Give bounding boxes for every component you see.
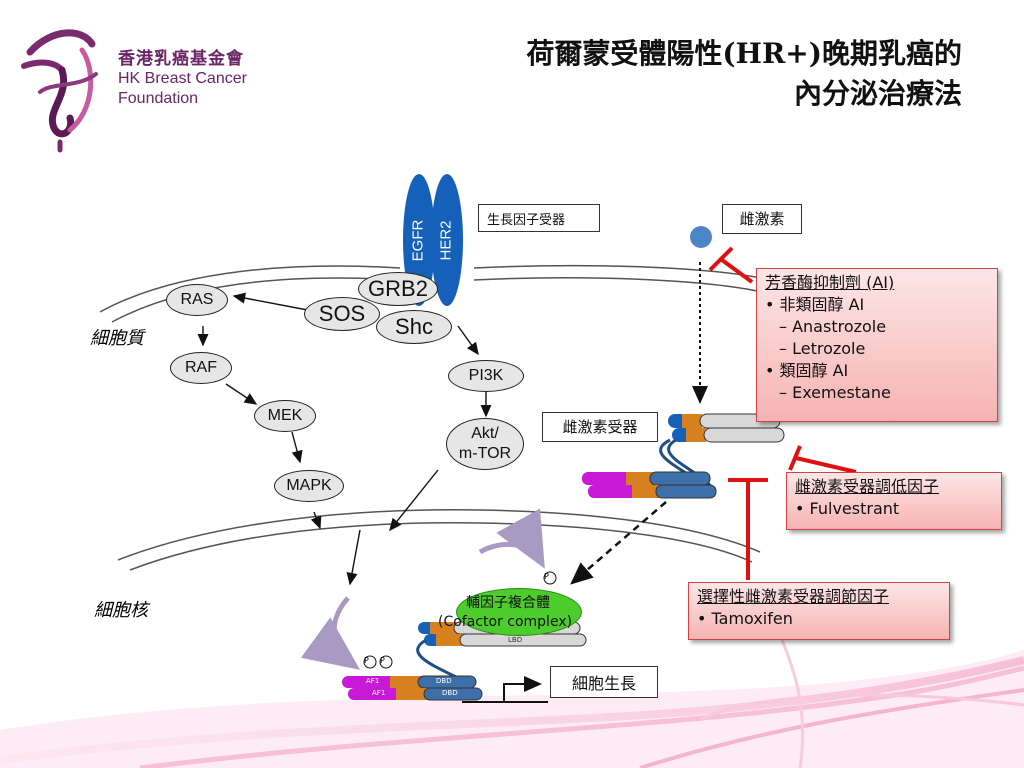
phospho-label: P	[544, 572, 549, 581]
cofactor-complex	[456, 588, 582, 636]
background-ribbon	[0, 609, 1024, 768]
mapk-node: MAPK	[274, 470, 344, 502]
nuclear-translocation-arrow	[570, 501, 667, 585]
cofactor-recruit-arrow	[478, 508, 545, 569]
logo-english-1: HK Breast Cancer	[118, 70, 247, 87]
her2-label: HER2	[437, 220, 455, 261]
serd-heading: 雌激素受器調低因子	[795, 477, 940, 496]
pathway-arrows	[197, 292, 492, 586]
phospho-markers	[363, 571, 557, 669]
estrogen-receptor-label: 雌激素受器	[542, 412, 658, 442]
grb2-node: GRB2	[358, 272, 438, 306]
ai-item: – Anastrozole	[779, 317, 887, 336]
inhibitor-symbols	[708, 246, 857, 580]
her2-receptor	[431, 174, 463, 306]
egfr-label: EGFR	[409, 219, 427, 262]
lbd-label: LBD	[508, 636, 523, 644]
logo-chinese: 香港乳癌基金會	[118, 49, 244, 68]
cytoplasm-label: 細胞質	[90, 328, 144, 349]
estrogen-receptor-dimer-top	[668, 413, 785, 443]
dbd-label: DBD	[436, 677, 452, 685]
akt-label: Akt/	[471, 425, 499, 442]
sos-node: SOS	[304, 297, 380, 331]
logo-text: 香港乳癌基金會 HK Breast Cancer Foundation	[118, 44, 247, 109]
ras-node: RAS	[166, 284, 228, 316]
estrogen-label: 雌激素	[722, 204, 802, 234]
title-line-2: 內分泌治療法	[793, 77, 962, 110]
dbd-label: DBD	[442, 689, 458, 697]
nuclear-membrane	[117, 509, 761, 571]
phospho-label: P	[380, 656, 385, 665]
cofactor-label-2: (Cofactor complex)	[438, 614, 573, 630]
page-title: 荷爾蒙受體陽性(HR+)晚期乳癌的 內分泌治療法	[526, 34, 962, 114]
ai-item: – Letrozole	[779, 339, 866, 358]
serd-box: 雌激素受器調低因子 • Fulvestrant	[786, 472, 1002, 530]
cofactor-label-1: 輔因子複合體	[466, 595, 550, 611]
serd-item: • Fulvestrant	[795, 499, 900, 518]
phospho-label: P	[364, 656, 369, 665]
growth-factor-receptor-label: 生長因子受器	[478, 204, 600, 232]
ai-heading: 芳香酶抑制劑 (AI)	[765, 273, 895, 292]
mek-node: MEK	[254, 400, 316, 432]
ai-item: – Exemestane	[779, 383, 891, 402]
af1-label: AF1	[372, 689, 386, 697]
logo-english-2: Foundation	[118, 90, 199, 107]
logo-ribbon-icon	[21, 29, 98, 153]
estrogen-molecule	[690, 226, 712, 248]
ai-item: • 非類固醇 AI	[765, 295, 865, 314]
pi3k-node: PI3K	[448, 360, 524, 392]
raf-node: RAF	[170, 352, 232, 384]
title-line-1: 荷爾蒙受體陽性(HR+)晚期乳癌的	[526, 37, 962, 70]
serm-box: 選擇性雌激素受器調節因子 • Tamoxifen	[688, 582, 950, 640]
shc-node: Shc	[376, 310, 452, 344]
aromatase-inhibitor-box: 芳香酶抑制劑 (AI) • 非類固醇 AI – Anastrozole – Le…	[756, 268, 998, 422]
serm-item: • Tamoxifen	[697, 609, 793, 628]
mtor-label: m-TOR	[458, 445, 512, 462]
serm-heading: 選擇性雌激素受器調節因子	[697, 587, 890, 606]
akt-mtor-node: Akt/ m-TOR	[446, 418, 524, 470]
nuclear-dna-bound-bars	[342, 675, 483, 701]
af1-label: AF1	[366, 677, 380, 685]
cell-growth-label: 細胞生長	[550, 666, 658, 698]
ai-item: • 類固醇 AI	[765, 361, 849, 380]
estrogen-receptor-dimer-bottom	[582, 471, 717, 499]
transcription-arrow	[503, 676, 542, 702]
activation-curve-arrow	[300, 596, 361, 670]
nucleus-label: 細胞核	[94, 600, 148, 621]
cell-membrane	[99, 264, 771, 323]
